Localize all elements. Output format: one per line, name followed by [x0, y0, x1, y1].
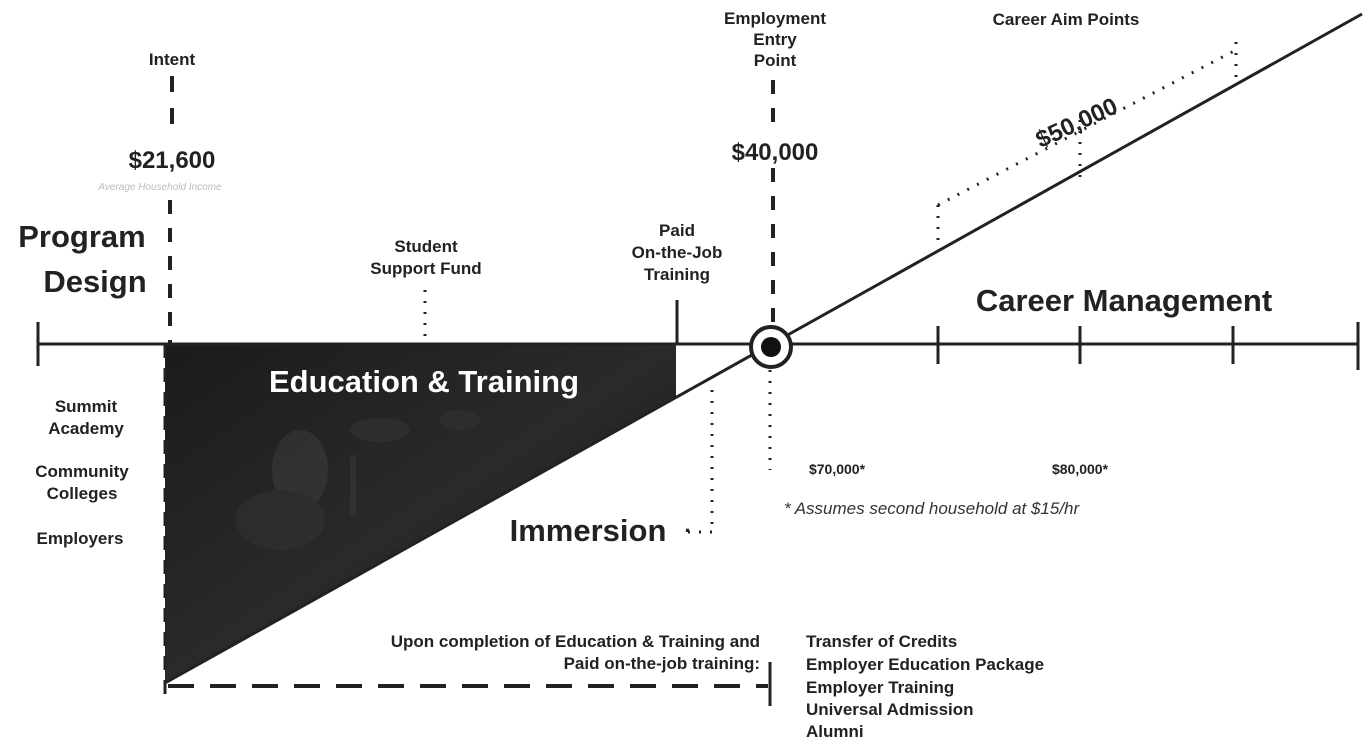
aim-amount: $50,000 — [1032, 93, 1122, 154]
paid-ojt-line3: Training — [644, 265, 710, 284]
completion-line1: Upon completion of Education & Training … — [391, 632, 760, 651]
amount-70k: $70,000* — [809, 461, 866, 477]
aim-dotted-diagonal — [937, 48, 1237, 207]
paid-ojt-line2: On-the-Job — [632, 243, 723, 262]
partner-academy: Academy — [48, 419, 124, 438]
immersion-label: Immersion — [510, 513, 667, 548]
program-design-line1: Program — [18, 219, 145, 254]
target-icon — [749, 325, 793, 369]
partner-colleges: Colleges — [47, 484, 118, 503]
partner-summit: Summit — [55, 397, 118, 416]
benefit-employer-education: Employer Education Package — [806, 655, 1044, 674]
partner-community: Community — [35, 462, 129, 481]
amount-80k: $80,000* — [1052, 461, 1109, 477]
education-training-wedge — [165, 344, 676, 683]
immersion-dot: · — [684, 518, 691, 543]
student-support-line2: Support Fund — [370, 259, 481, 278]
employment-amount: $40,000 — [732, 139, 819, 166]
benefit-transfer-credits: Transfer of Credits — [806, 632, 957, 651]
program-design-line2: Design — [43, 264, 146, 299]
benefit-alumni: Alumni — [806, 722, 864, 741]
benefit-employer-training: Employer Training — [806, 678, 954, 697]
career-aim-points-label: Career Aim Points — [993, 10, 1140, 29]
employment-entry-line2: Entry — [753, 30, 797, 49]
partner-employers: Employers — [37, 529, 124, 548]
employment-entry-line3: Point — [754, 51, 797, 70]
completion-line2: Paid on-the-job training: — [564, 654, 760, 673]
student-support-line1: Student — [394, 237, 458, 256]
intent-label: Intent — [149, 50, 196, 69]
intent-note: Average Household Income — [97, 182, 222, 193]
benefit-universal-admission: Universal Admission — [806, 700, 974, 719]
intent-amount: $21,600 — [129, 147, 216, 174]
education-training-label: Education & Training — [269, 364, 579, 399]
wedge-photo-texture — [235, 410, 480, 550]
assumption-note: * Assumes second household at $15/hr — [784, 499, 1081, 518]
employment-entry-line1: Employment — [724, 9, 826, 28]
paid-ojt-line1: Paid — [659, 221, 695, 240]
career-management-label: Career Management — [976, 283, 1272, 318]
